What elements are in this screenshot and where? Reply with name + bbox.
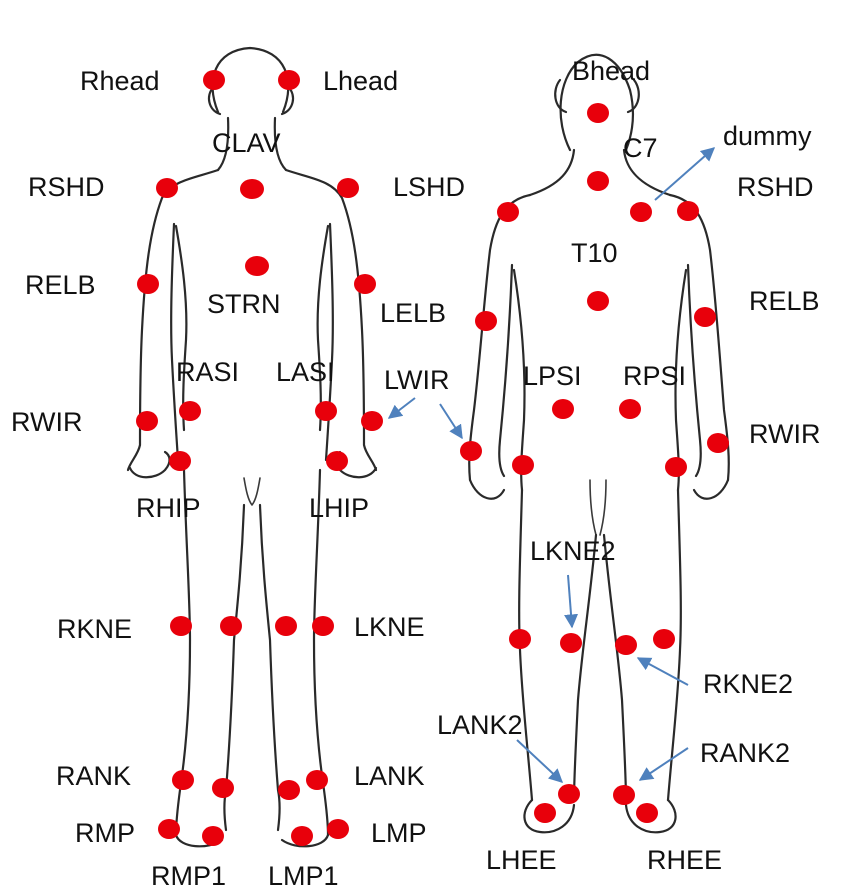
label-rmp1: RMP1 xyxy=(151,861,226,891)
marker-dummy xyxy=(630,202,652,222)
label-t10: T10 xyxy=(571,238,618,268)
marker-lwir-back xyxy=(460,441,482,461)
label-c7: C7 xyxy=(623,133,658,163)
marker-bhead xyxy=(587,103,609,123)
arrow-rank2 xyxy=(640,748,688,780)
marker-rpsi xyxy=(619,399,641,419)
label-lelb: LELB xyxy=(380,298,446,328)
label-rasi: RASI xyxy=(176,357,239,387)
arrow-lkne2 xyxy=(568,575,572,627)
label-strn: STRN xyxy=(207,289,281,319)
marker-rhip xyxy=(169,451,191,471)
marker-lwir-front xyxy=(361,411,383,431)
marker-rshd xyxy=(156,178,178,198)
marker-rwir-front xyxy=(136,411,158,431)
label-rshd: RSHD xyxy=(28,172,105,202)
marker-rank-inner xyxy=(212,778,234,798)
label-lwir: LWIR xyxy=(384,365,450,395)
marker-lkne-back xyxy=(509,629,531,649)
label-lhead: Lhead xyxy=(323,66,398,96)
label-lhee: LHEE xyxy=(486,845,557,875)
label-rmp: RMP xyxy=(75,818,135,848)
marker-lasi xyxy=(315,401,337,421)
marker-rkne2 xyxy=(615,635,637,655)
marker-rkne-back xyxy=(653,629,675,649)
label-lasi: LASI xyxy=(276,357,335,387)
label-lkne: LKNE xyxy=(354,612,425,642)
label-rshd-back: RSHD xyxy=(737,172,814,202)
marker-lelb xyxy=(354,274,376,294)
label-rank: RANK xyxy=(56,761,131,791)
marker-lmp1 xyxy=(291,826,313,846)
marker-relb-back xyxy=(694,307,716,327)
marker-lshd xyxy=(337,178,359,198)
marker-lshd-back xyxy=(497,202,519,222)
label-clav: CLAV xyxy=(212,128,281,158)
arrow-lank2 xyxy=(517,740,562,782)
marker-clav xyxy=(240,179,264,199)
arrow-dummy xyxy=(655,148,714,200)
arrow-lwir-back xyxy=(440,404,462,438)
marker-lhead xyxy=(278,70,300,90)
marker-lank2 xyxy=(558,784,580,804)
marker-lelb-back xyxy=(475,311,497,331)
front-labels: Rhead Lhead CLAV RSHD LSHD RELB STRN LEL… xyxy=(11,66,465,891)
marker-lhee xyxy=(534,803,556,823)
marker-lpsi xyxy=(552,399,574,419)
label-relb: RELB xyxy=(25,270,96,300)
marker-rank-outer xyxy=(172,770,194,790)
marker-lkne2 xyxy=(560,633,582,653)
marker-lmp xyxy=(327,819,349,839)
label-lank2: LANK2 xyxy=(437,710,523,740)
marker-t10 xyxy=(587,291,609,311)
label-rank2: RANK2 xyxy=(700,738,790,768)
marker-rkne-outer xyxy=(170,616,192,636)
marker-rank2 xyxy=(613,785,635,805)
marker-rmp xyxy=(158,819,180,839)
marker-rasi xyxy=(179,401,201,421)
marker-lank-inner xyxy=(278,780,300,800)
marker-strn xyxy=(245,256,269,276)
marker-rshd-back xyxy=(677,201,699,221)
label-rhead: Rhead xyxy=(80,66,160,96)
label-lhip: LHIP xyxy=(309,493,369,523)
marker-rhee xyxy=(636,803,658,823)
marker-lhip-back xyxy=(512,455,534,475)
label-rwir: RWIR xyxy=(11,407,83,437)
marker-relb xyxy=(137,274,159,294)
label-rkne2: RKNE2 xyxy=(703,669,793,699)
marker-c7 xyxy=(587,171,609,191)
label-rhee: RHEE xyxy=(647,845,722,875)
marker-lkne-outer xyxy=(312,616,334,636)
marker-rkne-inner xyxy=(220,616,242,636)
label-rhip: RHIP xyxy=(136,493,201,523)
label-relb-back: RELB xyxy=(749,286,820,316)
label-lmp1: LMP1 xyxy=(268,861,339,891)
label-dummy: dummy xyxy=(723,121,812,151)
label-lank: LANK xyxy=(354,761,425,791)
label-lkne2: LKNE2 xyxy=(530,536,616,566)
label-rpsi: RPSI xyxy=(623,361,686,391)
back-labels: Bhead C7 dummy RSHD T10 RELB LPSI RPSI R… xyxy=(437,56,821,875)
label-bhead: Bhead xyxy=(572,56,650,86)
label-lshd: LSHD xyxy=(393,172,465,202)
marker-rmp1 xyxy=(202,826,224,846)
label-lpsi: LPSI xyxy=(523,361,582,391)
front-body-outline xyxy=(128,48,376,846)
marker-lhip xyxy=(326,451,348,471)
marker-rhead xyxy=(203,70,225,90)
marker-lkne-inner xyxy=(275,616,297,636)
arrow-lwir-front xyxy=(389,398,415,418)
label-lmp: LMP xyxy=(371,818,427,848)
marker-lank-outer xyxy=(306,770,328,790)
label-rkne: RKNE xyxy=(57,614,132,644)
marker-rhip-back xyxy=(665,457,687,477)
marker-rwir-back xyxy=(707,433,729,453)
label-rwir-back: RWIR xyxy=(749,419,821,449)
